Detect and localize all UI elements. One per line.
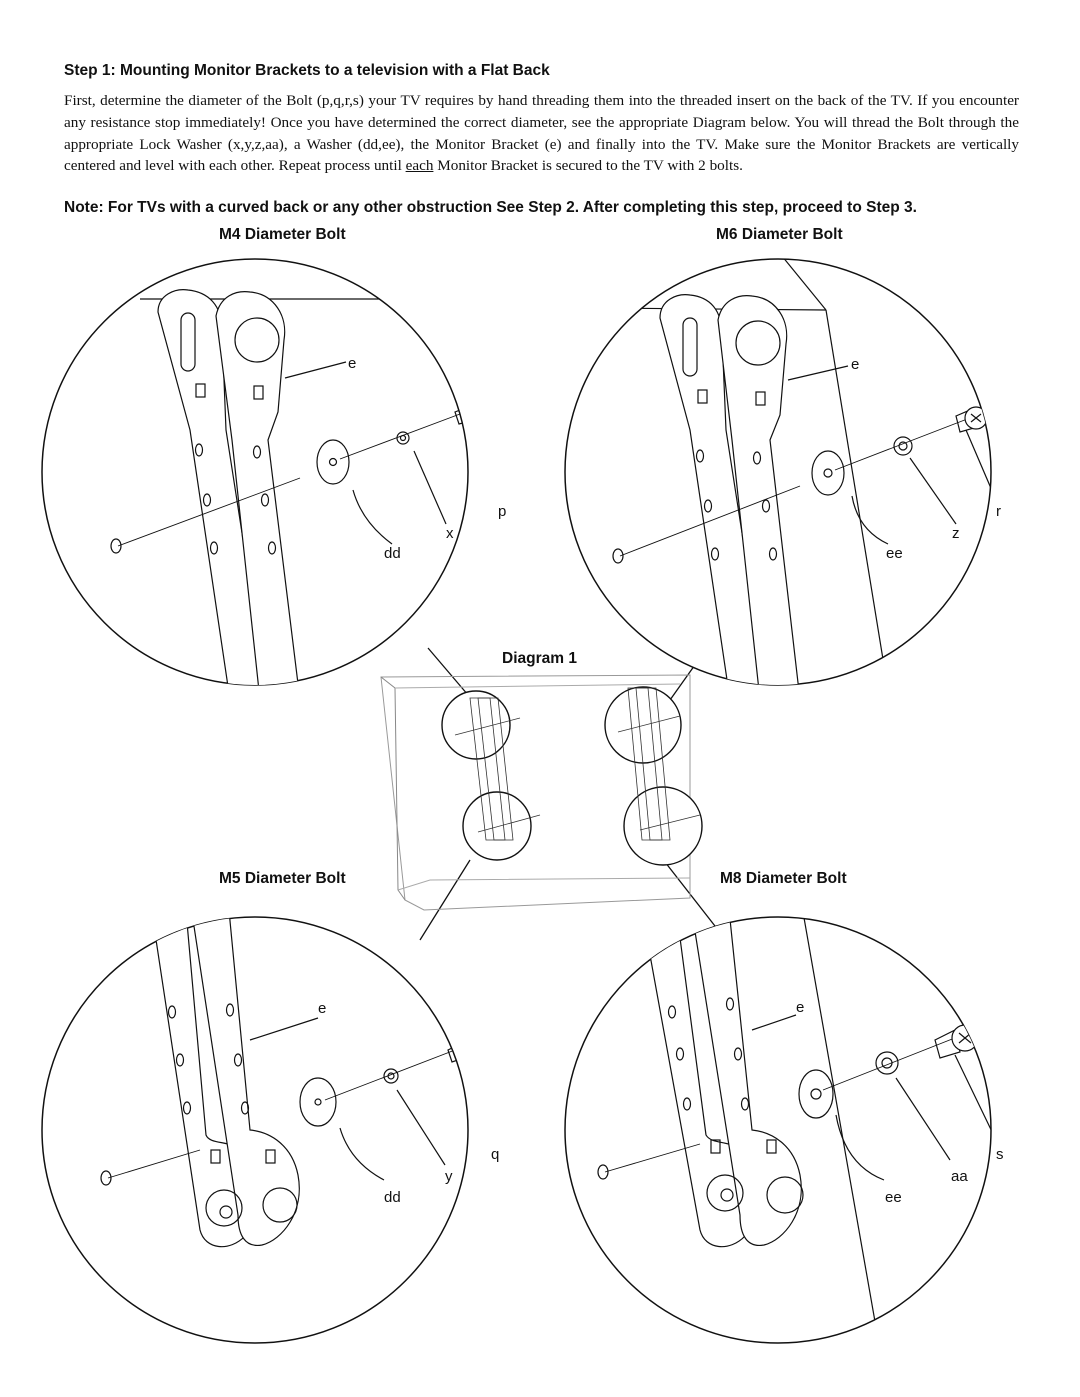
m6-detail-circle: e r z ee (564, 258, 1001, 686)
m8-callout-washer: ee (885, 1189, 902, 1206)
m4-callout-lock-washer: x (446, 525, 454, 542)
m8-callout-bolt: s (996, 1146, 1004, 1163)
instructions-underlined-word: each (405, 157, 434, 175)
m6-callout-washer: ee (886, 545, 903, 562)
m5-callout-washer: dd (384, 1189, 401, 1206)
tv-overview-diagram (380, 674, 703, 911)
m4-label: M4 Diameter Bolt (219, 226, 346, 243)
m6-callout-bracket: e (851, 356, 859, 373)
note-text: Note: For TVs with a curved back or any … (64, 199, 917, 216)
diagram-title: Diagram 1 (502, 650, 577, 667)
m4-callout-washer: dd (384, 545, 401, 562)
m6-callout-bolt: r (996, 503, 1001, 520)
instructions-text: First, determine the diameter of the Bol… (64, 92, 1019, 175)
m4-detail-circle: e p x dd (41, 258, 506, 686)
m4-callout-bracket: e (348, 355, 356, 372)
m5-callout-bolt: q (491, 1146, 499, 1163)
m6-callout-lock-washer: z (952, 525, 960, 542)
m6-label: M6 Diameter Bolt (716, 226, 843, 243)
step-heading: Step 1: Mounting Monitor Brackets to a t… (64, 62, 550, 79)
m5-callout-lock-washer: y (445, 1168, 453, 1185)
instructions-text-end: Monitor Bracket is secured to the TV wit… (433, 157, 743, 175)
m5-callout-bracket: e (318, 1000, 326, 1017)
instructions-paragraph: First, determine the diameter of the Bol… (64, 90, 1019, 177)
m8-callout-lock-washer: aa (951, 1168, 968, 1185)
m8-detail-circle: e s aa ee (564, 916, 1004, 1344)
m5-detail-circle: e q y dd (41, 916, 499, 1344)
m5-label: M5 Diameter Bolt (219, 870, 346, 887)
m4-callout-bolt: p (498, 503, 506, 520)
m8-callout-bracket: e (796, 999, 804, 1016)
m8-label: M8 Diameter Bolt (720, 870, 847, 887)
